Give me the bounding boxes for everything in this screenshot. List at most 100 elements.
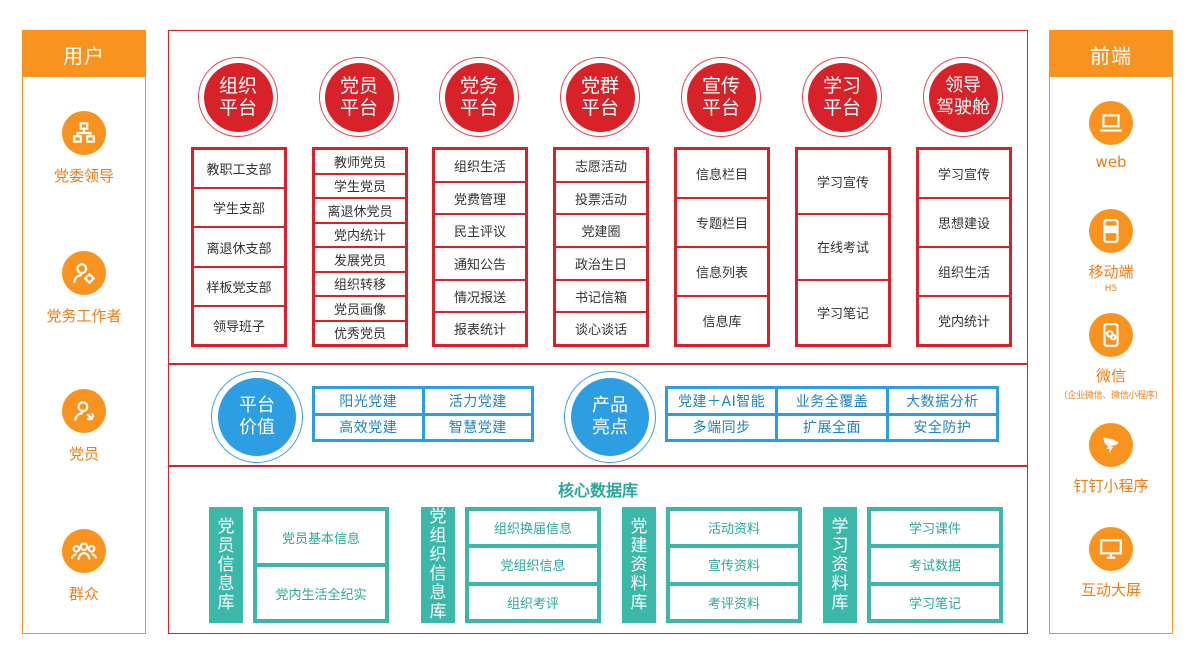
platform-module[interactable]: 专题栏目 [677,199,767,248]
platform-module[interactable]: 领导班子 [212,319,265,335]
frontend-item-sub: （企业微信、微信小程序） [1058,391,1164,401]
platform-module[interactable]: 学习宣传 [798,150,888,216]
user-item-label: 党员 [68,445,99,463]
db-member-info-label[interactable]: 党 员 信 息 库 [209,507,243,623]
platform-module[interactable]: 谈心谈话 [574,323,627,339]
user-item-party-member[interactable]: 党员 [23,389,145,464]
platform-name: 党员 平台 [324,62,394,132]
platform-module[interactable]: 组织转移 [315,273,405,297]
platform-module-list: 组织生活 党费管理 民主评议 通知公告 情况报送 报表统计 [432,147,528,347]
platform-value-grid: 阳光党建 活力党建 高效党建 智慧党建 [312,386,534,442]
db-item[interactable]: 党员基本信息 [257,511,385,563]
db-learning-materials-label[interactable]: 学 习 资 料 库 [823,507,857,623]
user-gear-icon [62,251,106,295]
user-item-party-worker[interactable]: 党务工作者 [23,251,145,326]
platform-module[interactable]: 信息列表 [677,248,767,297]
platform-module[interactable]: 信息栏目 [677,150,767,199]
db-item[interactable]: 考评资料 [670,585,798,619]
platform-module[interactable]: 学习笔记 [816,306,869,322]
highlight-item: 业务全覆盖 [778,389,886,413]
platform-badge: 党务 平台 [439,57,519,137]
platform-module[interactable]: 思想建设 [919,199,1009,248]
db-member-info-list: 党员基本信息 党内生活全纪实 [253,507,389,623]
db-org-info-label[interactable]: 党 组 织 信 息 库 [421,507,455,623]
platform-module[interactable]: 报表统计 [453,323,506,339]
platform-module[interactable]: 情况报送 [435,281,525,314]
platform-module[interactable]: 志愿活动 [556,150,646,183]
platform-module[interactable]: 党员画像 [315,297,405,322]
platform-module[interactable]: 投票活动 [556,183,646,216]
frontend-item-mobile[interactable]: 移动端 H5 [1050,209,1172,294]
highlight-item: 安全防护 [888,415,996,439]
db-item[interactable]: 党组织信息 [469,548,597,582]
frontend-item-web[interactable]: web [1050,101,1172,171]
platform-module[interactable]: 党内统计 [937,315,990,330]
frontend-item-dingtalk[interactable]: 钉钉小程序 [1050,423,1172,496]
group-people-icon [62,529,106,573]
platform-module[interactable]: 发展党员 [315,248,405,273]
platform-badge: 学习 平台 [802,57,882,137]
frontend-panel-title: 前端 [1050,31,1172,77]
db-item[interactable]: 组织换届信息 [469,511,597,545]
product-highlights-grid: 党建＋AI智能 业务全覆盖 大数据分析 多端同步 扩展全面 安全防护 [665,386,999,442]
db-party-materials-list: 活动资料 宣传资料 考评资料 [666,507,802,623]
highlight-item: 多端同步 [668,415,776,439]
user-item-masses[interactable]: 群众 [23,529,145,604]
db-item[interactable]: 学习笔记 [871,585,999,619]
platform-module[interactable]: 学生党员 [315,175,405,199]
value-item: 活力党建 [424,389,531,413]
platform-module[interactable]: 组织生活 [919,248,1009,297]
wechat-phone-icon [1089,313,1133,357]
db-party-materials-label[interactable]: 党 建 资 料 库 [622,507,656,623]
platform-module[interactable]: 党费管理 [435,183,525,216]
platform-module[interactable]: 学生支部 [194,189,284,229]
laptop-icon [1089,101,1133,145]
user-item-party-committee[interactable]: 党委领导 [23,111,145,186]
db-item[interactable]: 组织考评 [469,585,597,619]
frontend-item-big-screen[interactable]: 互动大屏 [1050,527,1172,600]
platform-module[interactable]: 样板党支部 [194,268,284,307]
user-item-label: 群众 [68,585,99,603]
frontend-item-label: 互动大屏 [1080,581,1141,599]
platform-module[interactable]: 教师党员 [315,150,405,175]
user-panel-title: 用户 [23,31,145,77]
platform-module[interactable]: 书记信箱 [556,281,646,314]
platform-module[interactable]: 组织生活 [435,150,525,183]
platform-module[interactable]: 教职工支部 [194,150,284,190]
platform-module[interactable]: 党内统计 [315,224,405,248]
platform-module-list: 志愿活动 投票活动 党建圈 政治生日 书记信箱 谈心谈话 [553,147,649,347]
platform-module-list: 教职工支部 学生支部 离退休支部 样板党支部 领导班子 [191,147,287,347]
highlight-item: 大数据分析 [888,389,996,413]
db-item[interactable]: 学习课件 [871,511,999,545]
value-item: 高效党建 [315,415,422,439]
platform-module[interactable]: 信息库 [702,315,742,330]
platform-badge: 组织 平台 [198,57,278,137]
frontend-item-wechat[interactable]: 微信 （企业微信、微信小程序） [1050,313,1172,401]
party-member-icon [62,389,106,433]
platform-module[interactable]: 离退休支部 [194,228,284,268]
platform-value-badge: 平台 价值 [211,371,303,463]
db-item[interactable]: 宣传资料 [670,548,798,582]
platform-module[interactable]: 党建圈 [556,215,646,249]
frontend-item-label: web [1095,153,1127,171]
platform-module[interactable]: 学习宣传 [919,150,1009,199]
platform-module-list: 学习宣传 在线考试 学习笔记 [795,147,891,347]
db-item[interactable]: 党内生活全纪实 [257,567,385,619]
core-database-title: 核心数据库 [557,481,638,500]
section-divider [169,465,1027,467]
platform-module[interactable]: 在线考试 [798,215,888,281]
dingtalk-icon [1089,423,1133,467]
db-item[interactable]: 考试数据 [871,548,999,582]
platform-badge: 党群 平台 [560,57,640,137]
db-item[interactable]: 活动资料 [670,511,798,545]
platform-module-list: 信息栏目 专题栏目 信息列表 信息库 [674,147,770,347]
frontend-item-label: 移动端 [1088,263,1134,281]
platform-module[interactable]: 政治生日 [556,248,646,281]
platform-badge: 宣传 平台 [681,57,761,137]
platform-badge: 党员 平台 [319,57,399,137]
platform-module[interactable]: 优秀党员 [333,327,386,343]
platform-module[interactable]: 通知公告 [435,248,525,281]
platform-badge: 领导 驾驶舱 [923,57,1003,137]
platform-module[interactable]: 民主评议 [435,215,525,249]
platform-module[interactable]: 离退休党员 [315,199,405,224]
